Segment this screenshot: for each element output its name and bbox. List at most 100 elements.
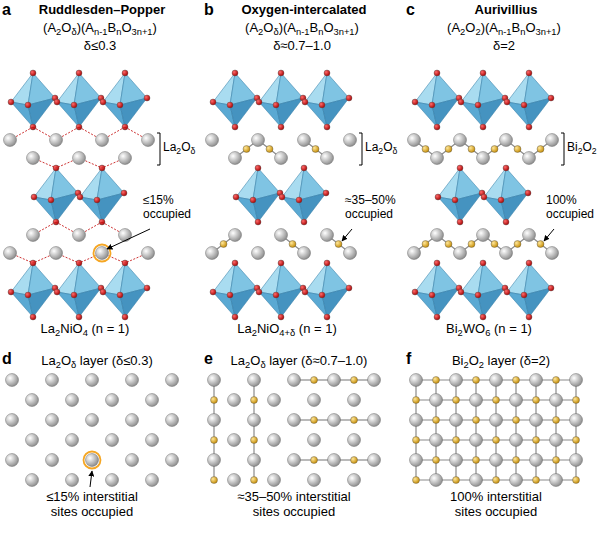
octahedron [233,165,283,225]
oxygen-atom [458,99,464,105]
panel-letter: c [406,1,415,19]
octahedron-face [438,197,460,222]
cation-atom [288,374,301,387]
cation-atom [26,474,39,487]
cation-atom [126,374,139,387]
octahedron [504,260,554,320]
cation-atom [430,474,443,487]
cation-atom [208,454,221,467]
oxygen-atom [323,190,329,196]
text-run: b [204,1,214,18]
octahedron-face [230,98,257,127]
oxygen-atom [324,314,330,320]
oxygen-atom [434,124,440,130]
cation-atom [546,247,559,260]
interstitial-oxygen [351,457,358,464]
text-run: NiO [257,321,279,336]
text-run: layer (δ≤0.3) [76,353,153,368]
cation-atom [368,414,381,427]
highlight-ring [84,452,101,469]
interstitial-oxygen [553,457,560,464]
cation-atom [408,134,421,147]
oxygen-atom [256,99,262,105]
cation-atom [106,394,119,407]
oxygen-atom [76,314,82,320]
octahedron-face [322,98,349,127]
text-run: O [465,20,475,35]
octahedron [77,165,127,225]
text-run: 2 [378,146,383,156]
cation-atom [27,229,40,242]
oxygen-atom [521,292,527,298]
cation-atom [228,394,241,407]
octahedron-face [236,197,258,222]
cation-atom [408,247,421,260]
cation-atom [248,374,261,387]
cation-atom [368,454,381,467]
interstitial-oxygen [243,146,250,153]
cation-atom [530,374,543,387]
interstitial-oxygen [351,417,358,424]
interstitial-oxygen [453,437,460,444]
cation-atom [430,434,443,447]
interstitial-oxygen [513,417,520,424]
oxygen-atom [71,292,77,298]
leader-arrow [90,471,92,487]
oxygen-atom [232,260,238,266]
cation-atom [470,394,483,407]
oxygen-atom [429,102,435,108]
cation-atom [268,394,281,407]
oxygen-atom [526,260,532,266]
general-formula: (A2Oδ)(An-1BnO3n+1) [43,21,157,36]
panel-letter: e [204,350,213,368]
octahedron-face [28,98,55,127]
octahedron-face [478,98,505,127]
text-run: 100% occupied [546,193,594,221]
oxygen-atom [302,99,308,105]
text-run: Bi [452,353,464,368]
text-run: Ruddlesden–Popper [39,2,165,17]
general-formula: (A2O2)(An-1BnO3n+1) [447,21,561,36]
cation-atom [119,152,132,165]
oxygen-atom [25,102,31,108]
cation-atom [450,414,463,427]
cation-atom [146,394,159,407]
cation-atom [348,394,361,407]
text-run: Bi [446,321,458,336]
interstitial-oxygen [453,397,460,404]
text-run: δ=2 [493,38,515,53]
oxygen-atom [30,70,36,76]
interstitial-oxygen [413,477,420,484]
oxygen-atom [227,292,233,298]
cation-atom [86,454,99,467]
octahedron-face [253,193,280,222]
oxygen-atom [144,95,150,101]
structure-panel [4,70,161,320]
cation-atom [410,454,423,467]
oxygen-atom [256,289,262,295]
text-run: (n = 1) [295,321,337,336]
cation-atom [500,134,513,147]
oxygen-atom [458,289,464,295]
text-run: 2 [463,360,468,370]
oxygen-atom [504,99,510,105]
text-run: ) [355,20,359,35]
oxygen-atom [278,260,284,266]
octahedron [279,165,329,225]
oxygen-atom [279,194,285,200]
octahedron-face [213,292,235,317]
oxygen-atom [255,219,261,225]
interstitial-oxygen [493,477,500,484]
oxygen-atom [122,70,128,76]
layer-bracket [359,133,362,165]
leader-arrow [342,229,352,241]
text-run: n-1 [94,27,108,37]
text-run: 2 [56,27,61,37]
octahedron [256,260,306,320]
oxygen-atom [457,219,463,225]
cation-atom [106,474,119,487]
oxygen-atom [503,165,509,171]
text-run: f [406,350,411,367]
text-run: O [323,20,333,35]
octahedron-face [455,193,482,222]
